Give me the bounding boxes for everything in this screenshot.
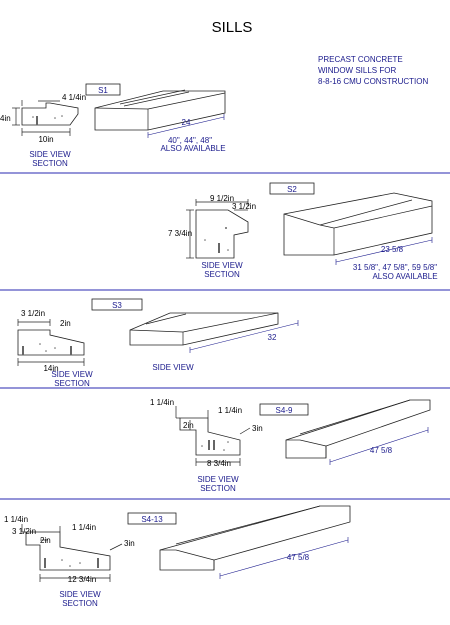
s4-13-dim-left: 1 1/4in [4, 515, 28, 524]
s2-section-label-1: SIDE VIEW [201, 261, 243, 270]
s3-tag: S3 [112, 301, 122, 310]
s4-9-section [179, 417, 241, 456]
s1-also-available: ALSO AVAILABLE [160, 144, 225, 153]
s1-sizes: 40", 44", 48" [168, 136, 212, 145]
s2-3d-view [283, 192, 433, 256]
page-title: SILLS [212, 19, 253, 36]
description-line-1: PRECAST CONCRETE [318, 55, 403, 64]
s4-9-3d-view [285, 399, 431, 459]
s4-13-dim-top: 3 1/2in [12, 527, 36, 536]
s4-9-dim-lip: 2in [183, 421, 194, 430]
description-line-3: 8-8-16 CMU CONSTRUCTION [318, 77, 428, 86]
s4-9-section-label-2: SECTION [200, 484, 236, 493]
s4-9-tag: S4-9 [276, 406, 293, 415]
s3-section-label-2: SECTION [54, 379, 90, 388]
s1-dim-top: 4 1/4in [62, 93, 86, 102]
s3-dim-lip: 2in [60, 319, 71, 328]
s1-length: 24 [182, 118, 191, 127]
s4-13-dim-width: 12 3/4in [68, 575, 96, 584]
s3-length: 32 [268, 333, 277, 342]
s1-tag: S1 [98, 86, 108, 95]
s3-dim-top: 3 1/2in [21, 309, 45, 318]
s4-13-3d-view [159, 505, 351, 571]
s4-13-dim-height: 3in [124, 539, 135, 548]
s3-side-view: SIDE VIEW [152, 363, 194, 372]
description-line-2: WINDOW SILLS FOR [318, 66, 396, 75]
s1-section-label-2: SECTION [32, 159, 68, 168]
s2-length: 23 5/8 [381, 245, 404, 254]
s1-dim-width: 10in [38, 135, 53, 144]
s2-sizes: 31 5/8", 47 5/8", 59 5/8" [353, 263, 437, 272]
s4-13-length: 47 5/8 [287, 553, 310, 562]
s2-dim-top: 9 1/2in [210, 194, 234, 203]
s4-13-dim-lip: 2in [40, 536, 51, 545]
sill-s3: S3 3 1/2in 2in 14in SIDE VIEW SECTION 32… [17, 298, 299, 388]
s4-13-tag: S4-13 [141, 515, 163, 524]
s3-section-label-1: SIDE VIEW [51, 370, 93, 379]
s3-dim-width: 14in [43, 364, 58, 373]
s1-tag-box [85, 83, 121, 96]
s4-13-tag-box [127, 512, 177, 525]
s3-3d-view [129, 312, 279, 346]
s4-13-dim-right: 1 1/4in [72, 523, 96, 532]
s4-9-dim-right: 1 1/4in [218, 406, 242, 415]
s1-section [21, 102, 79, 126]
s1-dim-height: 4in [0, 114, 11, 123]
s4-9-dim-left: 1 1/4in [150, 398, 174, 407]
s4-9-tag-box [259, 403, 309, 416]
s3-tag-box [91, 298, 143, 311]
s4-9-length: 47 5/8 [370, 446, 393, 455]
s4-9-dim-width: 8 3/4in [207, 459, 231, 468]
s2-dim-height: 7 3/4in [168, 229, 192, 238]
s2-section [195, 209, 249, 259]
s4-9-dim-height: 3in [252, 424, 263, 433]
sill-s2: S2 9 1/2in 3 1/2in 7 3/4in SIDE VIEW SEC… [168, 182, 438, 281]
s2-dim-lip: 3 1/2in [232, 202, 256, 211]
s3-section [17, 329, 85, 356]
s2-tag: S2 [287, 185, 297, 194]
s2-tag-box [269, 182, 315, 195]
s4-13-section [25, 531, 111, 571]
sill-s1: S1 4 1/4in 4in 10in SIDE VIEW SECTION 24… [0, 83, 226, 168]
sill-s4-9: S4-9 1 1/4in 1 1/4in 2in 3in 8 3/4in SID… [150, 398, 431, 493]
sill-s4-13: S4-13 1 1/4in 3 1/2in 1 1/4in 2in 3in 12… [4, 505, 351, 608]
s4-13-section-label-1: SIDE VIEW [59, 590, 101, 599]
s2-also-available: ALSO AVAILABLE [372, 272, 437, 281]
s4-9-section-label-1: SIDE VIEW [197, 475, 239, 484]
s1-section-label-1: SIDE VIEW [29, 150, 71, 159]
s4-13-section-label-2: SECTION [62, 599, 98, 608]
s1-3d-view [94, 90, 226, 131]
s2-section-label-2: SECTION [204, 270, 240, 279]
